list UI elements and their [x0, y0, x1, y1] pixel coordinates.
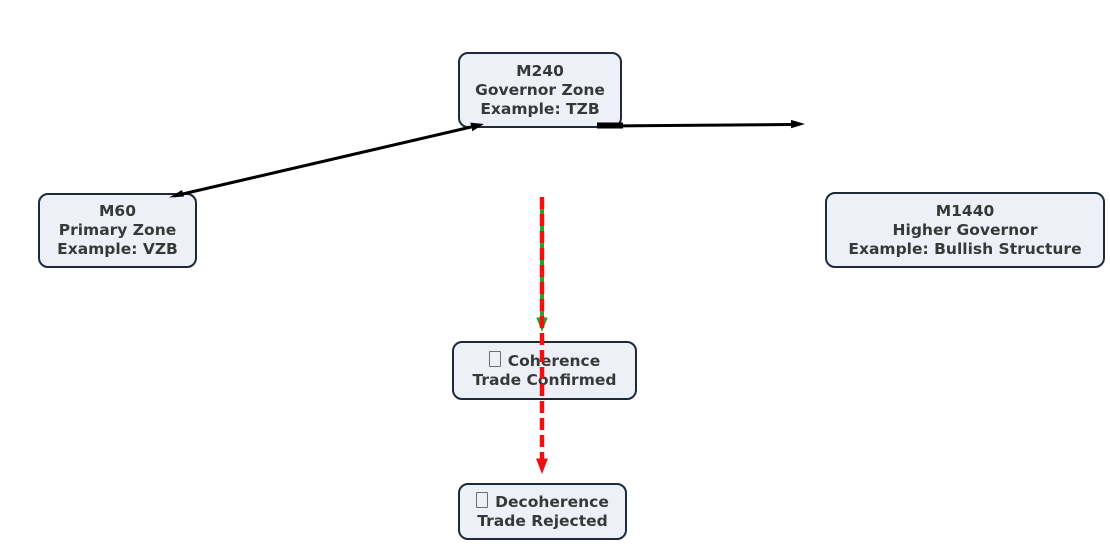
node-coherence-subtitle: Trade Confirmed — [472, 371, 617, 389]
node-m1440-title: M1440 — [935, 201, 995, 220]
node-coherence-trade-confirmed: Coherence Trade Confirmed — [452, 341, 637, 400]
node-m60-subtitle: Primary Zone — [58, 221, 177, 239]
node-coherence-title: Coherence — [507, 352, 601, 370]
node-m1440-example: Example: Bullish Structure — [848, 239, 1082, 258]
node-decoherence-subtitle: Trade Rejected — [477, 512, 608, 530]
node-m240-subtitle: Governor Zone — [475, 80, 605, 99]
node-m60-example: Example: VZB — [57, 240, 178, 258]
node-m240-title: M240 — [516, 61, 564, 80]
edge-m240-to-decoherence-arrowhead-icon — [536, 458, 548, 474]
missing-glyph-icon — [488, 351, 501, 367]
node-decoherence-title-line: Decoherence — [476, 492, 609, 512]
node-m60-primary-zone: M60 Primary Zone Example: VZB — [38, 193, 197, 268]
node-decoherence-trade-rejected: Decoherence Trade Rejected — [458, 483, 627, 540]
edge-m60-to-m240 — [173, 125, 472, 198]
node-m1440-higher-governor: M1440 Higher Governor Example: Bullish S… — [825, 192, 1105, 268]
edge-m240-to-coherence-arrowhead-icon — [536, 317, 548, 332]
node-decoherence-title: Decoherence — [495, 493, 609, 511]
missing-glyph-icon — [476, 492, 489, 508]
node-m60-title: M60 — [99, 202, 136, 220]
node-m240-governor-zone: M240 Governor Zone Example: TZB — [458, 52, 622, 128]
edge-m240-to-right-arrowhead-icon — [791, 119, 805, 129]
edge-m240-to-right — [608, 123, 793, 128]
node-m240-example: Example: TZB — [480, 99, 600, 118]
node-m1440-subtitle: Higher Governor — [892, 220, 1038, 239]
node-coherence-title-line: Coherence — [488, 351, 601, 371]
